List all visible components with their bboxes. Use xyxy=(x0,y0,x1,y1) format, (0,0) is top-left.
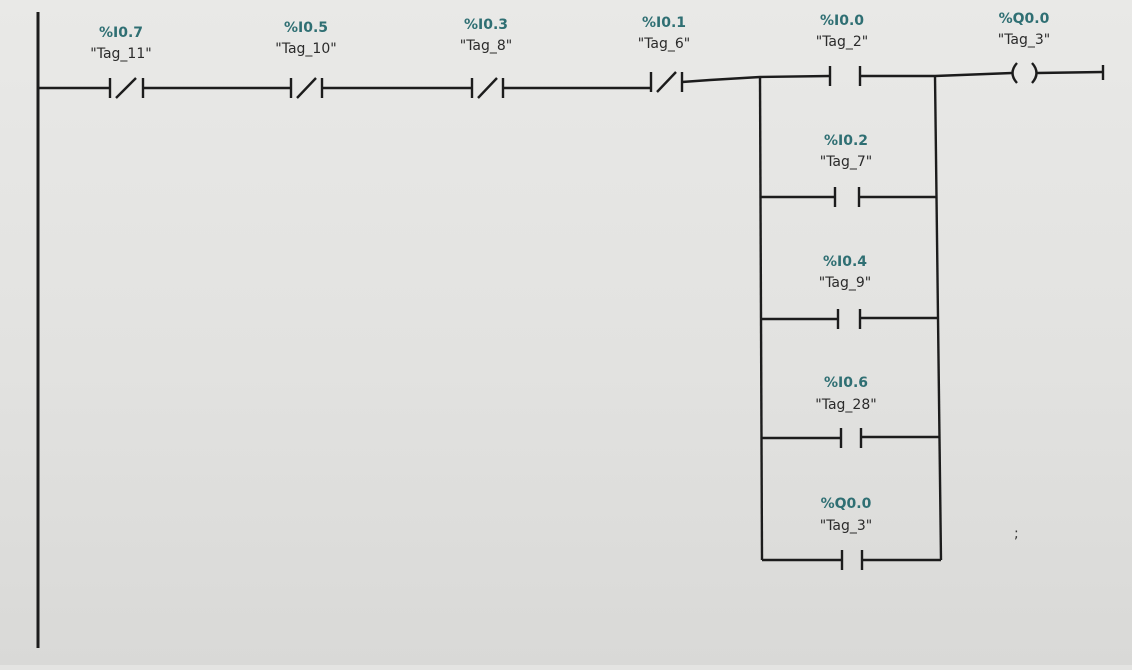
contact-nc-slash xyxy=(296,77,317,99)
contact-address: %I0.4 xyxy=(823,254,867,270)
contact-tag: "Tag_9" xyxy=(819,275,872,291)
contact-no-q0-0[interactable]: %Q0.0 "Tag_3" xyxy=(762,496,941,570)
contact-address: %Q0.0 xyxy=(821,496,872,512)
contact-address: %I0.2 xyxy=(824,133,868,149)
contact-tag: "Tag_11" xyxy=(90,46,151,62)
contact-nc-i0-7[interactable]: %I0.7 "Tag_11" xyxy=(90,25,152,99)
contact-no-i0-4[interactable]: %I0.4 "Tag_9" xyxy=(761,254,937,329)
contact-tag: "Tag_6" xyxy=(638,36,691,52)
contact-nc-slash xyxy=(477,77,498,99)
contact-address: %I0.3 xyxy=(464,17,508,33)
coil-left-arc xyxy=(1011,62,1018,84)
branch-right-vertical xyxy=(933,75,943,561)
contact-tag: "Tag_10" xyxy=(275,41,336,57)
contact-no-i0-2[interactable]: %I0.2 "Tag_7" xyxy=(761,133,936,207)
contact-no-i0-0[interactable]: %I0.0 "Tag_2" xyxy=(816,13,869,86)
contact-tag: "Tag_7" xyxy=(820,154,873,170)
contact-address: %I0.1 xyxy=(642,15,686,31)
contact-address: %I0.7 xyxy=(99,25,143,41)
contact-nc-i0-1[interactable]: %I0.1 "Tag_6" xyxy=(638,15,691,93)
contact-tag: "Tag_2" xyxy=(816,34,869,50)
contact-address: %I0.0 xyxy=(820,13,864,29)
rung-wire xyxy=(1036,70,1104,75)
contact-tag: "Tag_28" xyxy=(815,397,876,413)
contact-tag: "Tag_3" xyxy=(820,518,873,534)
stray-mark: ; xyxy=(1014,526,1019,542)
contact-tag: "Tag_8" xyxy=(460,38,513,54)
coil-tag: "Tag_3" xyxy=(998,32,1051,48)
contact-nc-slash xyxy=(656,71,677,93)
coil-right-arc xyxy=(1031,62,1038,84)
contact-nc-slash xyxy=(115,77,137,99)
contact-nc-i0-3[interactable]: %I0.3 "Tag_8" xyxy=(460,17,513,99)
contact-nc-i0-5[interactable]: %I0.5 "Tag_10" xyxy=(275,20,337,99)
rung-wire xyxy=(681,74,831,84)
contact-no-i0-6[interactable]: %I0.6 "Tag_28" xyxy=(762,375,939,448)
contact-address: %I0.6 xyxy=(824,375,868,391)
coil-address: %Q0.0 xyxy=(999,11,1050,27)
rung-wire xyxy=(860,71,1013,78)
contact-address: %I0.5 xyxy=(284,20,328,36)
output-coil-q0-0[interactable]: %Q0.0 "Tag_3" xyxy=(998,11,1051,84)
